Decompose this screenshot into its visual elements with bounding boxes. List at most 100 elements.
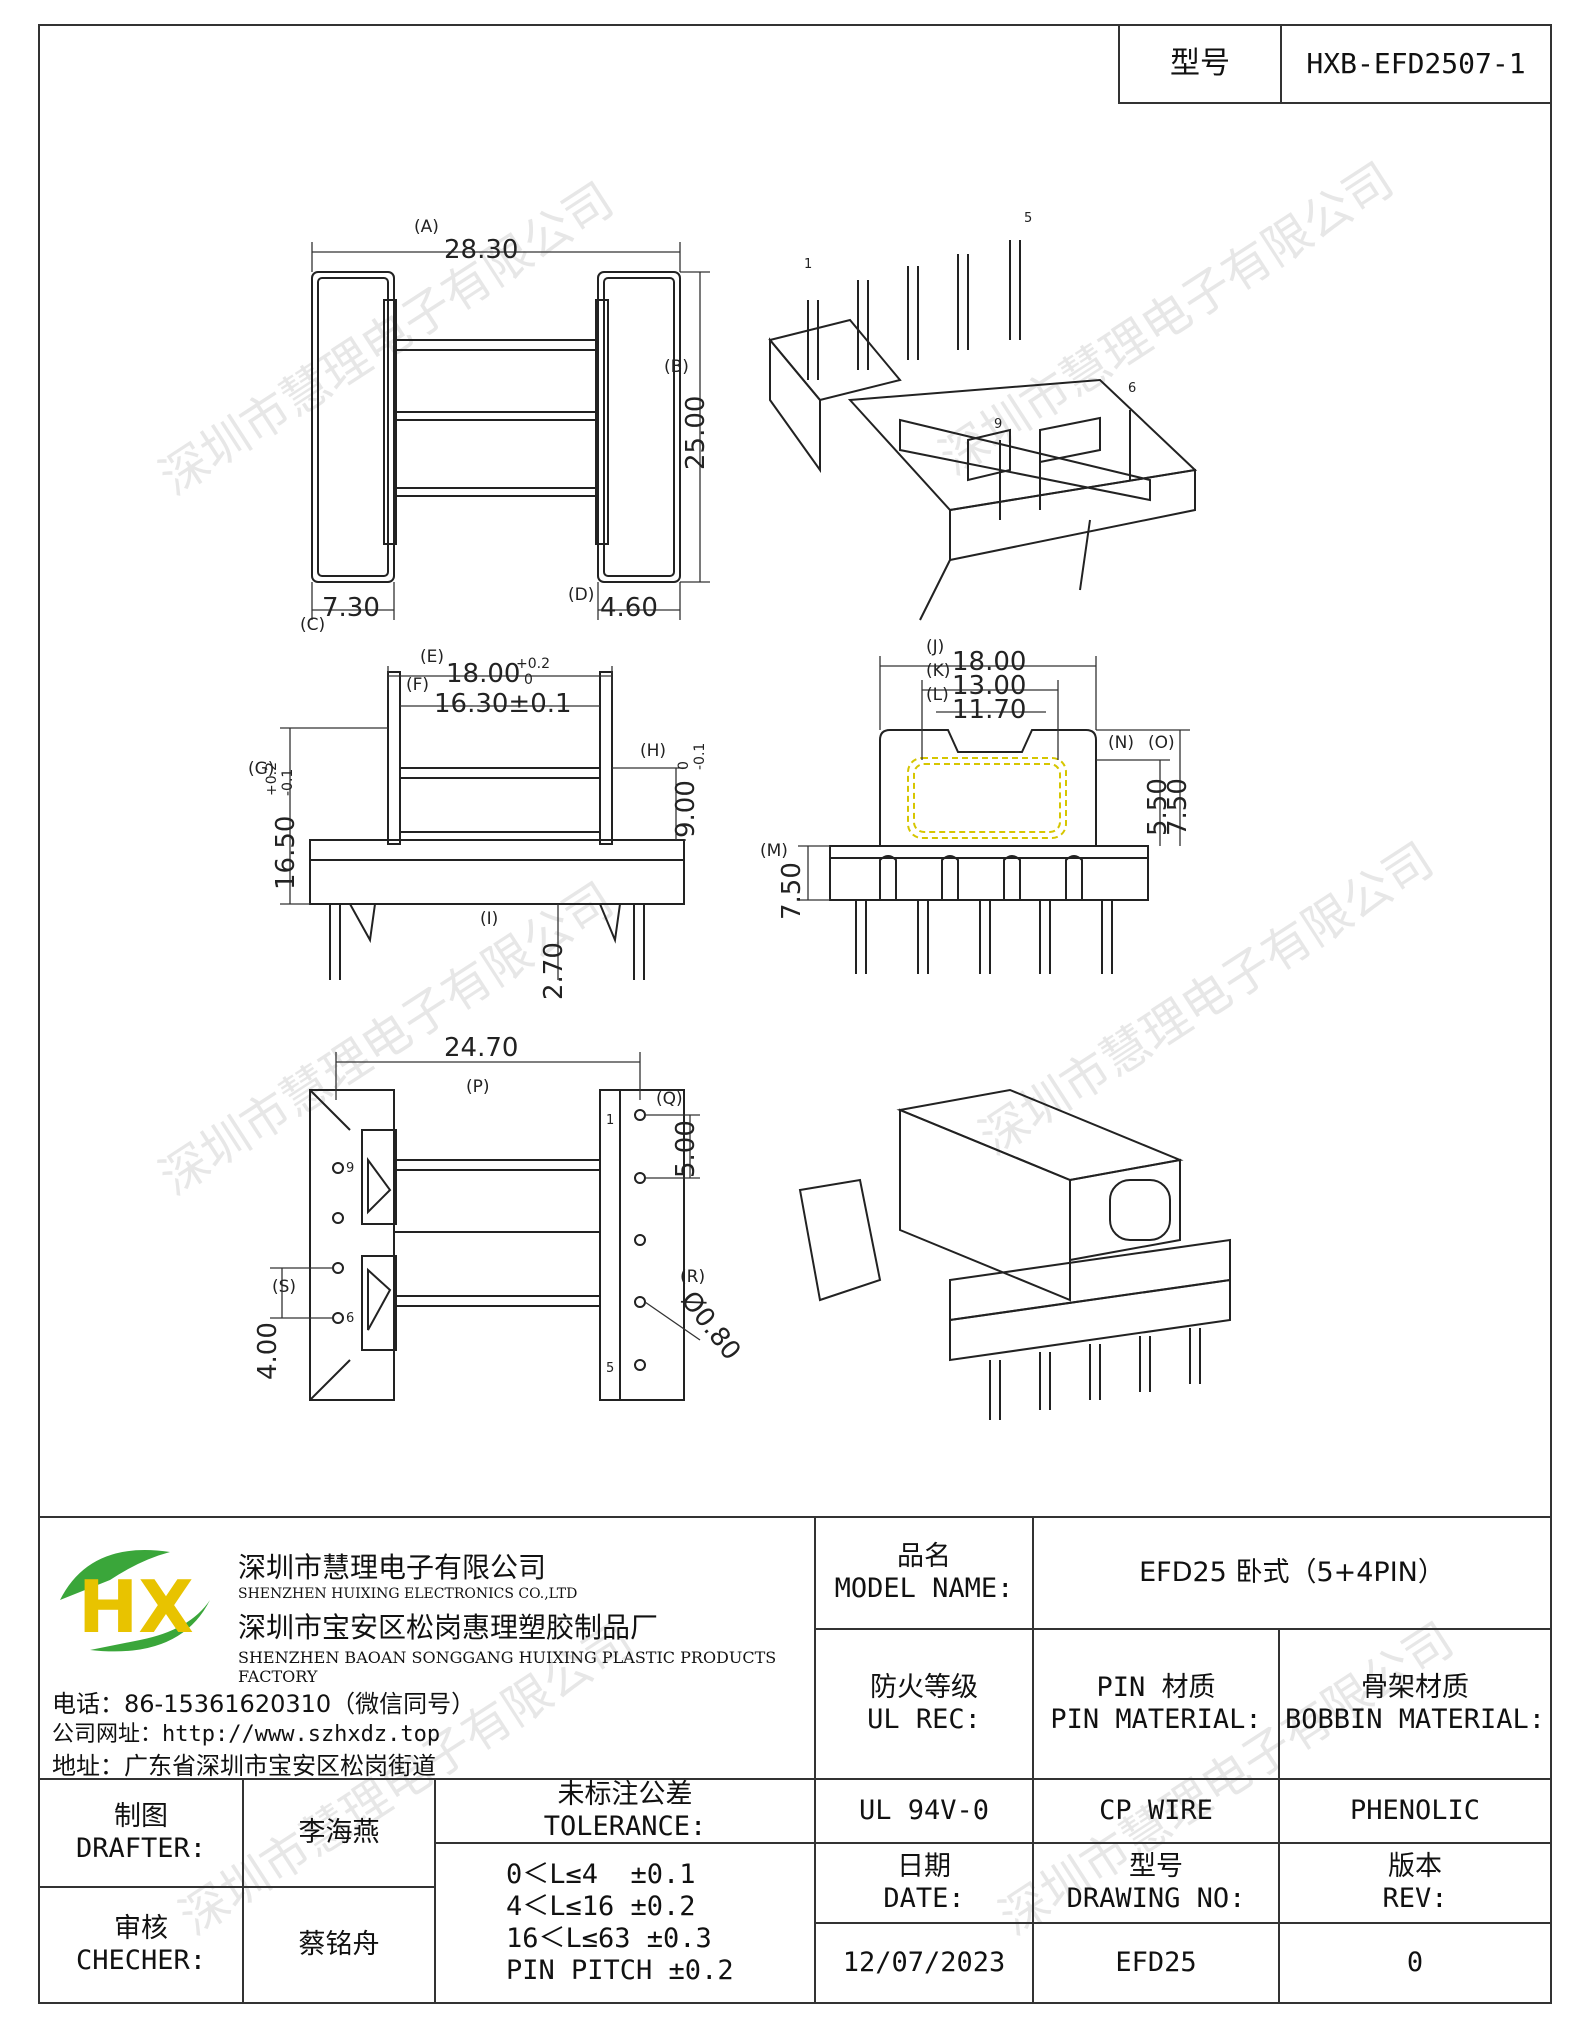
dim-R-tag: (R)	[680, 1267, 705, 1287]
dim-H-val: 9.00	[671, 780, 701, 838]
drawing-no-value-cell: EFD25	[1032, 1922, 1280, 2004]
dim-E-tol-up: +0.2	[516, 656, 550, 672]
bobbin-material-label-cell: 骨架材质 BOBBIN MATERIAL:	[1278, 1628, 1552, 1780]
type-value: HXB-EFD2507-1	[1306, 47, 1526, 80]
pin-label-1-bottom: 1	[606, 1113, 614, 1128]
dim-I-tag: (I)	[480, 909, 498, 929]
front-view	[829, 729, 1149, 974]
pin-material-label-en: PIN MATERIAL:	[1050, 1704, 1262, 1735]
model-name-label-cell: 品名 MODEL NAME:	[814, 1516, 1034, 1630]
dim-J-tag: (J)	[926, 637, 944, 657]
checker-name-cell: 蔡铭舟	[242, 1886, 436, 2004]
dim-Q-val: 5.00	[671, 1120, 701, 1178]
date-value-cell: 12/07/2023	[814, 1922, 1034, 2004]
pin-label-5-top: 5	[1024, 211, 1032, 226]
dim-H-tol-up: 0	[676, 761, 692, 770]
dim-A-tag: (A)	[414, 217, 439, 237]
model-value: EFD25 卧式（5+4PIN）	[1139, 1557, 1445, 1588]
checker-label-cell: 审核 CHECHER:	[38, 1886, 244, 2004]
dim-M-tag: (M)	[760, 841, 788, 861]
factory-name-cn: 深圳市宝安区松岗惠理塑胶制品厂	[238, 1611, 659, 1644]
dim-S-tag: (S)	[272, 1277, 296, 1297]
bobbin-material-value-cell: PHENOLIC	[1278, 1778, 1552, 1844]
dim-D-tag: (D)	[568, 585, 594, 605]
iso-view-bottom	[798, 1088, 1231, 1420]
ul-value: UL 94V-0	[858, 1795, 990, 1826]
dim-R-val: Ø0.80	[674, 1286, 746, 1366]
technical-drawing: (A) 28.30 (B) 25.00 (C) 7.30 (D) 4.60 (E…	[248, 211, 1231, 1420]
bobbin-material-label-en: BOBBIN MATERIAL:	[1284, 1704, 1546, 1735]
dim-S-val: 4.00	[253, 1322, 283, 1380]
dim-O-tag: (O)	[1148, 733, 1175, 753]
address: 地址：广东省深圳市宝安区松岗街道	[52, 1752, 436, 1780]
dim-H-tol-dn: -0.1	[692, 743, 708, 770]
tolerance-line-2: 4＜L≤16 ±0.2	[506, 1891, 696, 1922]
tolerance-label-cell: 未标注公差 TOLERANCE:	[434, 1778, 816, 1844]
drafter-name: 李海燕	[298, 1817, 380, 1848]
tolerance-line-1: 0＜L≤4 ±0.1	[506, 1859, 696, 1890]
pin-material-label-cn: PIN 材质	[1096, 1672, 1216, 1703]
dim-E-val: 18.00	[446, 659, 520, 689]
dim-N-val: 5.50	[1143, 778, 1173, 836]
drafter-label-cell: 制图 DRAFTER:	[38, 1778, 244, 1888]
dim-P-val: 24.70	[444, 1033, 518, 1063]
checker-name: 蔡铭舟	[298, 1929, 380, 1960]
model-value-cell: EFD25 卧式（5+4PIN）	[1032, 1516, 1552, 1630]
company-name-en: SHENZHEN HUIXING ELECTRONICS CO.,LTD	[238, 1586, 578, 1602]
dim-K-tag: (K)	[926, 661, 950, 681]
dim-C-val: 7.30	[322, 593, 380, 623]
type-label: 型号	[1170, 46, 1230, 81]
type-value-cell: HXB-EFD2507-1	[1280, 24, 1552, 104]
company-block: HX 深圳市慧理电子有限公司 SHENZHEN HUIXING ELECTRON…	[38, 1516, 816, 1780]
pin-label-6-top: 6	[1128, 381, 1136, 396]
company-name-cn: 深圳市慧理电子有限公司	[238, 1551, 547, 1584]
dim-N-tag: (N)	[1108, 733, 1134, 753]
pin-material-value-cell: CP WIRE	[1032, 1778, 1280, 1844]
dim-I-val: 2.70	[539, 942, 569, 1000]
drawing-no-label-cell: 型号 DRAWING NO:	[1032, 1842, 1280, 1924]
dim-D-val: 4.60	[600, 593, 658, 623]
drafter-name-cell: 李海燕	[242, 1778, 436, 1888]
pin-material-value: CP WIRE	[1099, 1795, 1213, 1826]
tolerance-line-4: PIN PITCH ±0.2	[506, 1955, 734, 1986]
date-value: 12/07/2023	[842, 1947, 1006, 1978]
dim-G-tol-up: +0.2	[264, 762, 280, 796]
ul-label-cn: 防火等级	[870, 1672, 978, 1703]
dim-F-tag: (F)	[406, 675, 429, 695]
dim-G-tol-dn: -0.1	[280, 769, 296, 796]
logo-text: HX	[78, 1565, 194, 1649]
rev-label-cn: 版本	[1388, 1851, 1442, 1882]
rev-label-en: REV:	[1382, 1883, 1448, 1914]
dim-G-val: 16.50	[271, 816, 301, 890]
dim-H-tag: (H)	[640, 741, 666, 761]
rev-value-cell: 0	[1278, 1922, 1552, 2004]
tolerance-label-en: TOLERANCE:	[543, 1811, 707, 1842]
rev-label-cell: 版本 REV:	[1278, 1842, 1552, 1924]
date-label-cn: 日期	[897, 1851, 951, 1882]
dim-B-val: 25.00	[681, 396, 711, 470]
pin-label-9-top: 9	[994, 417, 1002, 432]
phone: 电话：86-15361620310（微信同号）	[52, 1690, 476, 1718]
drafter-label-en: DRAFTER:	[75, 1833, 207, 1864]
website: 公司网址：http://www.szhxdz.top	[52, 1722, 441, 1747]
tolerance-line-3: 16＜L≤63 ±0.3	[506, 1923, 712, 1954]
company-logo: HX	[50, 1540, 220, 1660]
dim-A-val: 28.30	[444, 235, 518, 265]
dim-O-val: 7.50	[1163, 778, 1193, 836]
top-view	[311, 271, 681, 583]
model-name-label-en: MODEL NAME:	[834, 1573, 1014, 1604]
tolerance-label-cn: 未标注公差	[557, 1779, 693, 1810]
pin-label-9-bottom: 9	[346, 1161, 354, 1176]
ul-label-en: UL REC:	[867, 1704, 981, 1735]
pin-material-label-cell: PIN 材质 PIN MATERIAL:	[1032, 1628, 1280, 1780]
ul-label-cell: 防火等级 UL REC:	[814, 1628, 1034, 1780]
checker-label-en: CHECHER:	[75, 1945, 207, 1976]
dim-L-val: 11.70	[952, 695, 1026, 725]
bobbin-material-value: PHENOLIC	[1349, 1795, 1481, 1826]
drawing-no-value: EFD25	[1115, 1947, 1197, 1978]
drafter-label-cn: 制图	[114, 1801, 168, 1832]
factory-name-en: SHENZHEN BAOAN SONGGANG HUIXING PLASTIC …	[238, 1648, 777, 1686]
tolerance-values-cell: 0＜L≤4 ±0.1 4＜L≤16 ±0.2 16＜L≤63 ±0.3 PIN …	[434, 1842, 816, 2004]
checker-label-cn: 审核	[114, 1913, 168, 1944]
dim-J-val: 18.00	[952, 647, 1026, 677]
